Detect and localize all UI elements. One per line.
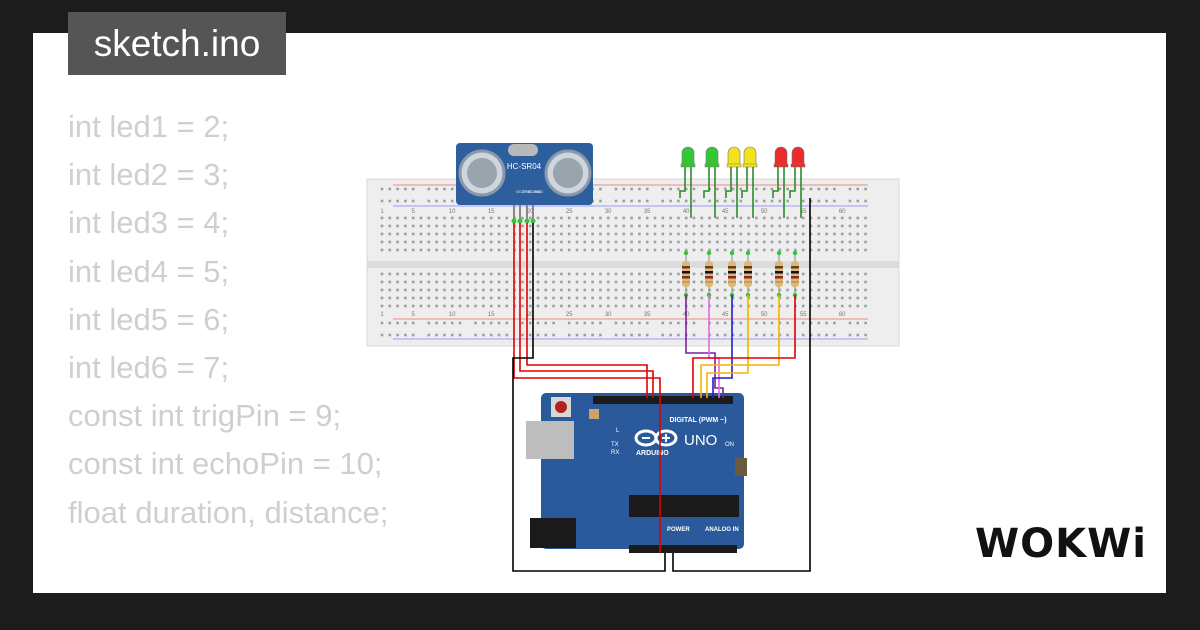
digital-header	[593, 396, 733, 404]
wire-led3	[712, 295, 733, 398]
wires	[512, 198, 811, 572]
arduino-infinity-icon	[634, 429, 678, 447]
breadboard-number: 45	[722, 312, 729, 318]
resistor[interactable]	[728, 250, 736, 298]
digital-label: DIGITAL (PWM ~)	[669, 417, 726, 424]
resistor[interactable]	[744, 250, 752, 298]
breadboard-holes	[380, 187, 867, 337]
breadboard-number: 10	[449, 312, 456, 318]
breadboard-number: 30	[605, 209, 612, 215]
on-label: ON	[725, 442, 734, 448]
sensor-pin-label: ECHO	[528, 189, 540, 194]
breadboard-number: 20	[527, 312, 534, 318]
wire-led4	[706, 295, 749, 398]
wire-trig	[519, 223, 654, 398]
ultrasonic-sensor[interactable]: HC-SR04 VCC TRIG ECHO GND	[456, 143, 593, 224]
arduino-brand-label: ARDUINO	[636, 450, 669, 457]
breadboard-number: 45	[722, 209, 729, 215]
breadboard-number: 35	[644, 209, 651, 215]
breadboard-number: 10	[449, 209, 456, 215]
led-yellow[interactable]	[741, 146, 758, 218]
breadboard-number: 25	[566, 312, 573, 318]
led-green[interactable]	[679, 146, 696, 218]
code-line: int led4 = 5;	[68, 253, 230, 289]
led-yellow[interactable]	[725, 146, 742, 218]
rx-label: RX	[611, 450, 619, 456]
sensor-pin-label: GND	[534, 189, 543, 194]
wokwi-logo: WOKWi	[975, 521, 1147, 567]
file-tab[interactable]: sketch.ino	[68, 12, 286, 75]
wire-led6	[692, 295, 796, 398]
breadboard-number: 25	[566, 209, 573, 215]
code-line: void setup() {	[68, 585, 389, 593]
breadboard-number: 50	[761, 209, 768, 215]
breadboard-number: 15	[488, 312, 495, 318]
code-line: const int echoPin = 10;	[68, 446, 383, 482]
simulation-card: int led1 = 2; int led2 = 3; int led3 = 4…	[33, 33, 1166, 593]
breadboard-number: 1	[380, 209, 384, 215]
l-led-label: L	[616, 428, 620, 434]
led-red[interactable]	[772, 146, 789, 218]
wire-vcc	[513, 223, 661, 553]
microcontroller-chip	[629, 495, 739, 517]
power-analog-header	[629, 545, 737, 553]
power-jack	[530, 518, 576, 548]
sensor-label: HC-SR04	[507, 162, 542, 171]
code-line: int led2 = 3;	[68, 157, 230, 193]
uno-label: UNO	[684, 432, 717, 449]
sensor-pin-label: VCC	[516, 189, 525, 194]
code-line: float duration, distance;	[68, 494, 389, 530]
tx-label: TX	[611, 442, 619, 448]
breadboard-number: 30	[605, 312, 612, 318]
breadboard-number: 15	[488, 209, 495, 215]
resistor[interactable]	[682, 250, 690, 298]
breadboard-number: 5	[412, 312, 416, 318]
wire-led1	[685, 295, 724, 398]
breadboard-number: 55	[800, 312, 807, 318]
wire-echo	[526, 223, 648, 398]
breadboard-number: 60	[839, 312, 846, 318]
arduino-uno-board[interactable]: DIGITAL (PWM ~) UNO ARDUINO ON L TX RX P…	[526, 393, 747, 553]
code-preview: int led1 = 2; int led2 = 3; int led3 = 4…	[68, 103, 389, 593]
code-line: int led1 = 2;	[68, 109, 230, 144]
breadboard-number: 55	[800, 209, 807, 215]
breadboard-number: 5	[412, 209, 416, 215]
led-group	[679, 146, 806, 218]
code-line: int led6 = 7;	[68, 349, 230, 385]
code-line: const int trigPin = 9;	[68, 398, 342, 434]
sensor-pin-label: TRIG	[522, 189, 532, 194]
wire-led5	[700, 295, 780, 398]
resistor-group	[682, 250, 799, 298]
resistor[interactable]	[791, 250, 799, 298]
resistor[interactable]	[705, 250, 713, 298]
breadboard-number: 60	[839, 209, 846, 215]
wire-gnd-leds	[672, 198, 811, 572]
led-red[interactable]	[789, 146, 806, 218]
breadboard-number: 40	[683, 209, 690, 215]
resistor[interactable]	[775, 250, 783, 298]
breadboard-number: 35	[644, 312, 651, 318]
breadboard-number: 1	[380, 312, 384, 318]
analog-in-label: ANALOG IN	[705, 527, 739, 533]
code-line: int led3 = 4;	[68, 205, 230, 241]
breadboard-number: 50	[761, 312, 768, 318]
wire-gnd-sensor	[512, 223, 666, 572]
code-line: int led5 = 6;	[68, 301, 230, 337]
power-label: POWER	[667, 527, 690, 533]
breadboard-number: 20	[527, 209, 534, 215]
led-green[interactable]	[703, 146, 720, 218]
usb-port	[526, 421, 574, 459]
